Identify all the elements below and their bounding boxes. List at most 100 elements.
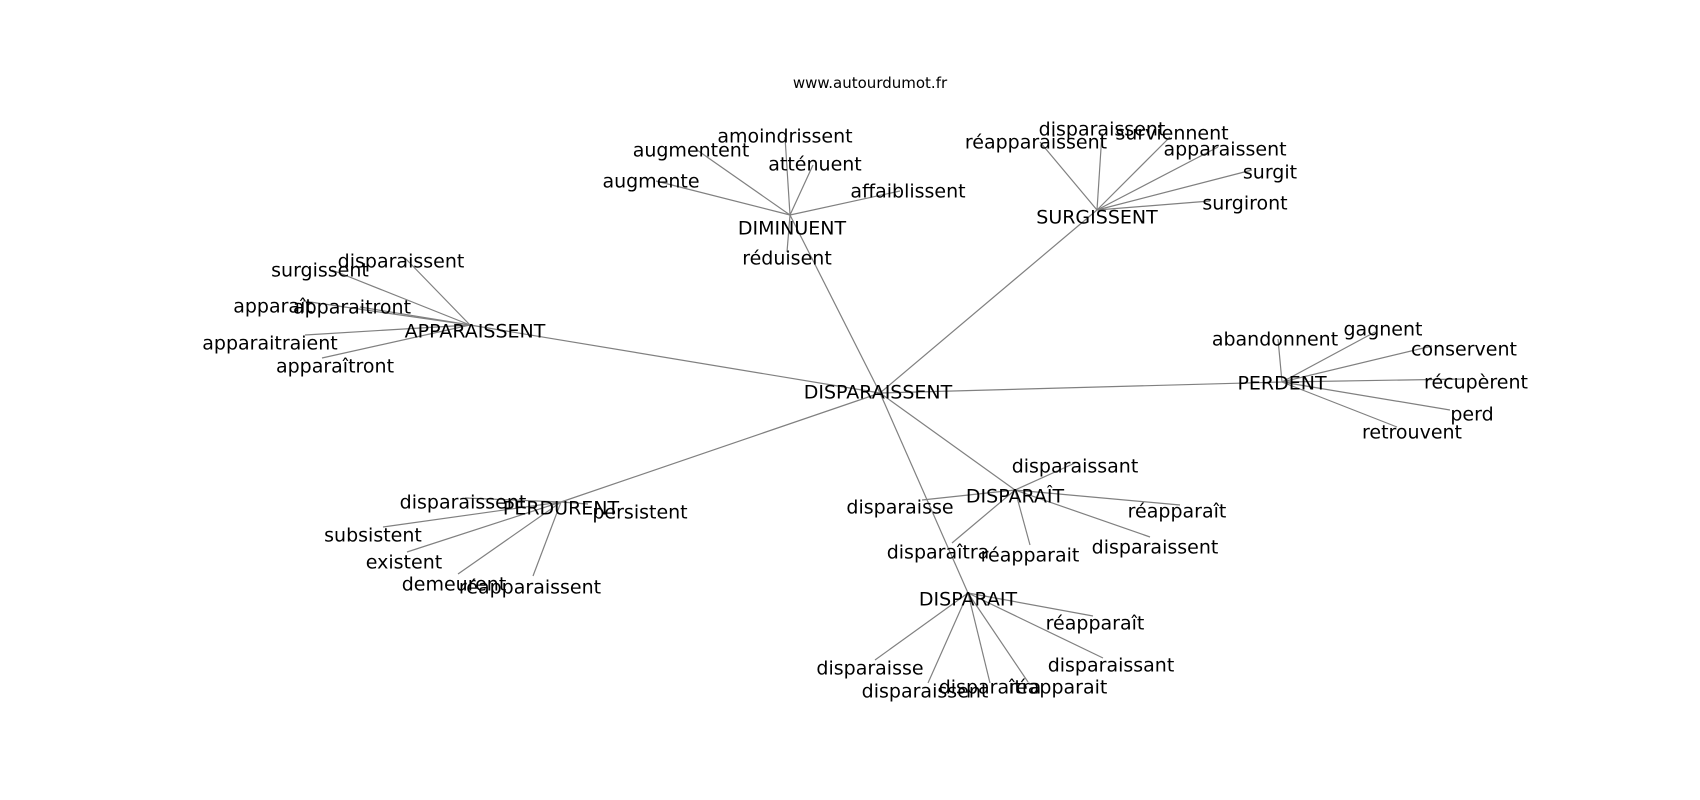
node-leaf[interactable]: réapparaissent bbox=[459, 577, 601, 599]
node-leaf[interactable]: disparaissent bbox=[862, 681, 989, 703]
edge-hub-leaf bbox=[967, 592, 1094, 617]
edge-hub-leaf bbox=[1014, 489, 1151, 538]
node-leaf[interactable]: amoindrissent bbox=[717, 126, 852, 148]
node-hub[interactable]: APPARAISSENT bbox=[405, 321, 546, 343]
edge-hub-leaf bbox=[927, 592, 969, 684]
edge-root-hub bbox=[469, 324, 881, 394]
node-hub[interactable]: PERDURENT bbox=[503, 498, 620, 520]
edge-hub-leaf bbox=[532, 501, 562, 577]
node-leaf[interactable]: disparaissent bbox=[1092, 537, 1219, 559]
node-leaf[interactable]: demeurent bbox=[402, 574, 507, 596]
edge-hub-leaf bbox=[1281, 331, 1376, 383]
node-leaf[interactable]: apparaitront bbox=[293, 297, 411, 319]
graph-edges bbox=[302, 132, 1464, 684]
node-leaf[interactable]: surgissent bbox=[271, 260, 369, 282]
edge-hub-leaf bbox=[1277, 338, 1283, 383]
edge-root-hub bbox=[879, 381, 1283, 394]
node-hub[interactable]: DISPARAIT bbox=[919, 589, 1018, 611]
node-leaf[interactable]: disparaissent bbox=[1039, 119, 1166, 141]
edge-hub-leaf bbox=[655, 180, 791, 216]
node-leaf[interactable]: disparaîtra bbox=[939, 677, 1042, 699]
edge-hub-leaf bbox=[382, 501, 562, 528]
edge-hub-leaf bbox=[967, 592, 991, 684]
node-leaf[interactable]: disparaissant bbox=[1012, 456, 1139, 478]
node-leaf[interactable]: apparaitraient bbox=[202, 333, 338, 355]
node-root[interactable]: DISPARAISSENT bbox=[804, 382, 953, 404]
node-leaf[interactable]: disparaissent bbox=[338, 251, 465, 273]
edge-hub-leaf bbox=[967, 592, 1104, 659]
node-hub[interactable]: SURGISSENT bbox=[1036, 207, 1158, 229]
node-leaf[interactable]: apparaîtront bbox=[276, 356, 394, 378]
edge-hub-leaf bbox=[874, 592, 969, 661]
edge-hub-leaf bbox=[784, 136, 791, 216]
edge-hub-leaf bbox=[1096, 146, 1219, 211]
edge-hub-leaf bbox=[789, 190, 901, 216]
edge-hub-leaf bbox=[457, 501, 562, 575]
node-leaf[interactable]: apparaît bbox=[233, 296, 313, 318]
node-hub[interactable]: DIMINUENT bbox=[738, 218, 847, 240]
edge-hub-leaf bbox=[359, 306, 471, 326]
edge-hub-leaf bbox=[560, 501, 589, 505]
node-leaf[interactable]: disparaisse bbox=[846, 497, 953, 519]
edge-hub-leaf bbox=[1281, 381, 1451, 411]
edge-hub-leaf bbox=[786, 214, 791, 253]
edge-hub-leaf bbox=[1281, 345, 1433, 383]
node-leaf[interactable]: augmente bbox=[602, 171, 699, 193]
node-leaf[interactable]: abandonnent bbox=[1212, 329, 1338, 351]
edge-root-hub bbox=[560, 392, 881, 503]
edge-hub-leaf bbox=[1096, 136, 1171, 211]
edge-hub-leaf bbox=[921, 489, 1016, 501]
node-leaf[interactable]: surviennent bbox=[1115, 123, 1228, 145]
edge-hub-leaf bbox=[404, 257, 471, 326]
node-leaf[interactable]: surgit bbox=[1243, 162, 1297, 184]
edge-hub-leaf bbox=[331, 269, 471, 326]
edge-root-hub bbox=[879, 392, 969, 594]
node-leaf[interactable]: récupèrent bbox=[1424, 372, 1528, 394]
edge-hub-leaf bbox=[967, 592, 1029, 683]
node-leaf[interactable]: disparaisse bbox=[816, 658, 923, 680]
node-hub[interactable]: DISPARAÎT bbox=[966, 485, 1065, 508]
node-leaf[interactable]: augmentent bbox=[633, 140, 750, 162]
edge-hub-leaf bbox=[1014, 489, 1181, 506]
node-leaf[interactable]: gagnent bbox=[1344, 319, 1423, 341]
edge-hub-leaf bbox=[696, 149, 791, 216]
edge-hub-leaf bbox=[1281, 378, 1464, 383]
edge-hub-leaf bbox=[1014, 489, 1031, 546]
node-leaf[interactable]: surgiront bbox=[1202, 193, 1287, 215]
edge-root-hub bbox=[879, 392, 1016, 491]
node-leaf[interactable]: perd bbox=[1450, 404, 1493, 426]
node-leaf[interactable]: réapparaît bbox=[1046, 613, 1145, 635]
node-leaf[interactable]: réduisent bbox=[742, 248, 832, 270]
node-leaf[interactable]: retrouvent bbox=[1362, 422, 1462, 444]
graph-labels: DISPARAISSENTdisparaissentsurviennentréa… bbox=[202, 119, 1528, 703]
edge-hub-leaf bbox=[464, 497, 562, 503]
node-leaf[interactable]: existent bbox=[366, 552, 442, 574]
node-leaf[interactable]: disparaîtra bbox=[887, 542, 990, 564]
node-leaf[interactable]: persistent bbox=[592, 502, 687, 524]
edge-hub-leaf bbox=[1281, 381, 1398, 428]
edge-hub-leaf bbox=[1096, 169, 1253, 211]
edge-hub-leaf bbox=[1096, 200, 1211, 211]
edge-hub-leaf bbox=[321, 324, 471, 359]
node-leaf[interactable]: réapparait bbox=[981, 545, 1080, 567]
node-leaf[interactable]: réapparaît bbox=[1128, 501, 1227, 523]
edge-hub-leaf bbox=[1014, 462, 1076, 491]
site-url: www.autourdumot.fr bbox=[793, 74, 948, 92]
node-leaf[interactable]: réapparaissent bbox=[965, 132, 1107, 154]
node-leaf[interactable]: disparaissent bbox=[400, 492, 527, 514]
edge-hub-leaf bbox=[406, 501, 562, 553]
node-hub[interactable]: PERDENT bbox=[1237, 373, 1327, 395]
node-leaf[interactable]: disparaissant bbox=[1048, 655, 1175, 677]
edge-hub-leaf bbox=[951, 489, 1016, 544]
edge-hub-leaf bbox=[1039, 141, 1098, 211]
node-leaf[interactable]: atténuent bbox=[768, 154, 862, 176]
node-leaf[interactable]: conservent bbox=[1411, 339, 1517, 361]
node-leaf[interactable]: affaiblissent bbox=[850, 181, 965, 203]
edge-root-hub bbox=[789, 214, 881, 394]
node-leaf[interactable]: subsistent bbox=[324, 525, 422, 547]
edge-hub-leaf bbox=[789, 164, 814, 216]
edge-hub-leaf bbox=[304, 324, 471, 336]
node-leaf[interactable]: réapparait bbox=[1009, 677, 1108, 699]
node-leaf[interactable]: apparaissent bbox=[1163, 139, 1286, 161]
